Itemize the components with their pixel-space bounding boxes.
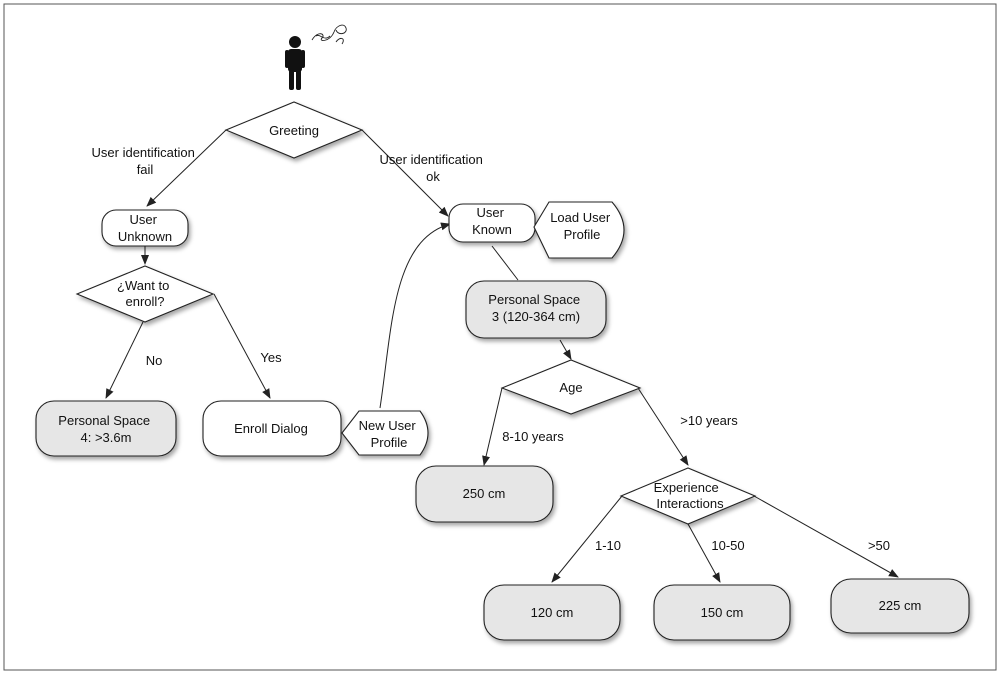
edge-want-enroll-to-enroll-dialog (213, 293, 271, 399)
node-label: 250 cm (463, 486, 506, 501)
edge-label-gt10-years: >10 years (680, 413, 738, 428)
signature-icon (311, 24, 347, 45)
edge-label-ok: User identification ok (380, 152, 487, 184)
edge-label-gt50: >50 (868, 538, 890, 553)
edge-greeting-to-user-unknown (146, 129, 227, 207)
node-label: User Known (472, 205, 512, 237)
process-user-unknown: User Unknown (101, 209, 189, 247)
node-label: Personal Space 3 (120-364 cm) (488, 292, 583, 324)
node-label: 120 cm (531, 605, 574, 620)
decision-greeting: Greeting (224, 101, 364, 159)
process-user-known: User Known (448, 203, 536, 243)
decision-age: Age (500, 359, 642, 415)
node-label: Load User Profile (550, 210, 614, 242)
node-label: Greeting (269, 123, 319, 138)
edge-experience-to-150 (687, 523, 721, 583)
node-label: Enroll Dialog (234, 421, 308, 436)
decision-experience-interactions: Experience Interactions (619, 467, 757, 525)
edge-label-yes: Yes (260, 350, 282, 365)
edges (105, 129, 899, 583)
outcome-225-cm: 225 cm (830, 578, 970, 634)
node-label: User Unknown (118, 212, 172, 244)
node-label: Personal Space 4: >3.6m (58, 413, 153, 445)
edge-personal-space-3-to-age (559, 339, 572, 360)
edge-experience-to-225 (753, 495, 899, 578)
display-new-user-profile: New User Profile (341, 410, 429, 456)
outcome-150-cm: 150 cm (653, 584, 791, 641)
edge-experience-to-120 (551, 495, 623, 583)
edge-label-fail: User identification fail (92, 145, 199, 177)
node-label: 150 cm (701, 605, 744, 620)
edge-label-8-10-years: 8-10 years (502, 429, 564, 444)
edge-age-to-250 (482, 387, 503, 466)
edge-label-10-50: 10-50 (711, 538, 744, 553)
person-icon (285, 36, 305, 90)
outcome-120-cm: 120 cm (483, 584, 621, 641)
outcome-250-cm: 250 cm (415, 465, 554, 523)
edge-age-to-experience (637, 387, 689, 466)
node-label: Age (559, 380, 582, 395)
edge-greeting-to-user-known (361, 129, 449, 217)
edge-label-no: No (146, 353, 163, 368)
decision-want-enroll: ¿Want to enroll? (75, 265, 215, 323)
edge-label-1-10: 1-10 (595, 538, 621, 553)
node-label: ¿Want to enroll? (117, 278, 173, 309)
process-enroll-dialog: Enroll Dialog (202, 400, 342, 457)
edge-user-known-to-personal-space-3 (491, 245, 519, 281)
outcome-personal-space-4: Personal Space 4: >3.6m (35, 400, 177, 457)
outcome-personal-space-3: Personal Space 3 (120-364 cm) (465, 280, 607, 339)
node-label: Experience Interactions (654, 480, 724, 511)
edge-new-user-profile-to-user-known (379, 222, 451, 409)
node-label: New User Profile (359, 418, 420, 450)
edge-want-enroll-to-personal-space-4 (105, 321, 144, 399)
display-load-user-profile: Load User Profile (533, 201, 625, 259)
node-label: 225 cm (879, 598, 922, 613)
